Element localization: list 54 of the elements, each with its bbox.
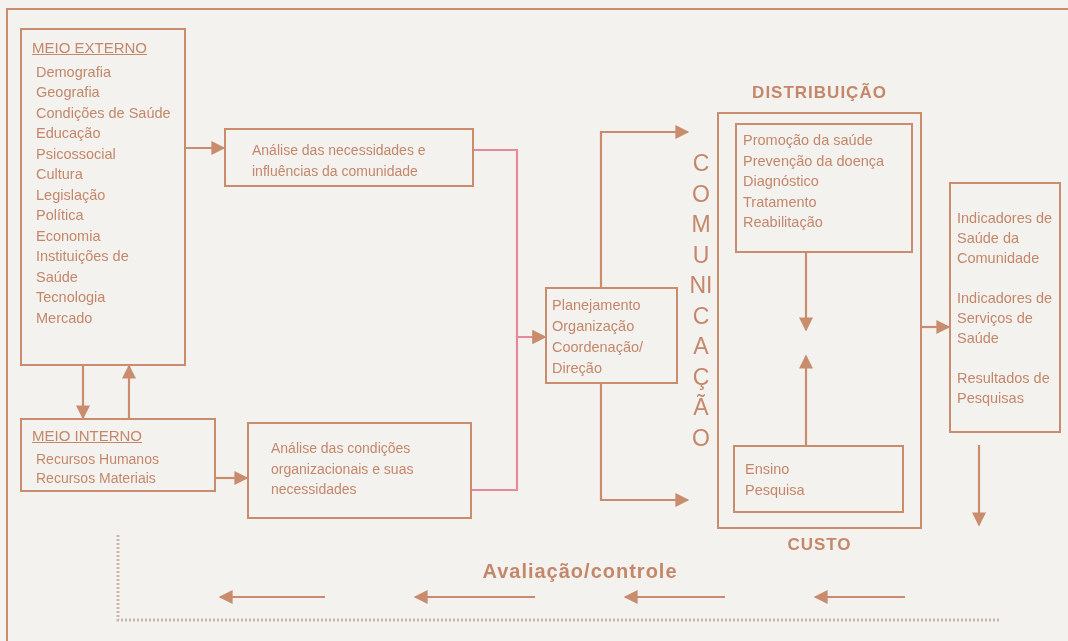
category-box	[20, 418, 216, 492]
list-item: Tecnologia	[36, 288, 107, 307]
process-label: Avaliação/controle	[481, 560, 679, 583]
box-heading: MEIO EXTERNO	[32, 38, 147, 58]
arrow	[472, 330, 547, 492]
list-item: Geografia	[36, 83, 101, 102]
list-item: Tratamento	[743, 192, 818, 212]
arrow	[599, 384, 690, 507]
section-heading: DISTRIBUIÇÃO	[751, 83, 888, 103]
list-item: Recursos Humanos	[36, 449, 160, 469]
list-item: Recursos Materiais	[36, 468, 157, 488]
arrow	[922, 320, 951, 334]
list-item: Pesquisa	[745, 480, 806, 500]
list-item: Demografia	[36, 62, 112, 82]
vertical-label: COMUNICAÇÃO	[689, 149, 713, 453]
list-item: Reabilitação	[743, 213, 824, 232]
arrow	[76, 366, 90, 420]
list-item: Prevenção da doença	[743, 151, 886, 171]
process-box	[545, 287, 678, 384]
list-item: Economia	[36, 226, 102, 246]
box-text: Análise das necessidades e influências da comunidade	[252, 141, 427, 181]
arrow	[972, 445, 986, 527]
process-box	[735, 123, 913, 253]
process-box	[224, 128, 474, 187]
list-item: Diagnóstico	[743, 172, 820, 191]
process-box	[247, 422, 472, 519]
arrow	[216, 471, 249, 485]
list-item: Cultura	[36, 165, 84, 184]
list-item: Mercado	[36, 308, 94, 328]
list-item: Indicadores de Serviços de Saúde	[957, 289, 1054, 348]
box-text: Análise das condições organizacionais e suas necessidades	[271, 439, 415, 499]
list-item: Legislação	[36, 185, 107, 205]
list-item: Planejamento	[552, 296, 642, 315]
results-box	[949, 182, 1061, 433]
arrow	[799, 354, 813, 445]
list-item: Política	[36, 206, 85, 225]
list-item: Educação	[36, 124, 102, 143]
list-item: Resultados de Pesquisas	[957, 369, 1051, 408]
list-item: Organização	[552, 317, 636, 336]
list-item: Condições de Saúde	[36, 103, 172, 123]
list-item: Coordenação/ Direção	[552, 338, 645, 378]
arrow	[799, 253, 813, 332]
arrow	[599, 125, 690, 287]
list-item: Psicossocial	[36, 144, 117, 164]
process-box	[733, 445, 904, 513]
box-heading: MEIO INTERNO	[32, 426, 142, 446]
section-footer: CUSTO	[717, 535, 922, 555]
list-item: Promoção da saúde	[743, 131, 874, 150]
arrow	[186, 141, 226, 155]
list-item: Instituições de Saúde	[36, 247, 130, 287]
arrow	[122, 364, 136, 418]
list-item: Ensino	[745, 460, 791, 479]
category-box	[20, 28, 186, 366]
list-item: Indicadores de Saúde da Comunidade	[957, 209, 1054, 268]
